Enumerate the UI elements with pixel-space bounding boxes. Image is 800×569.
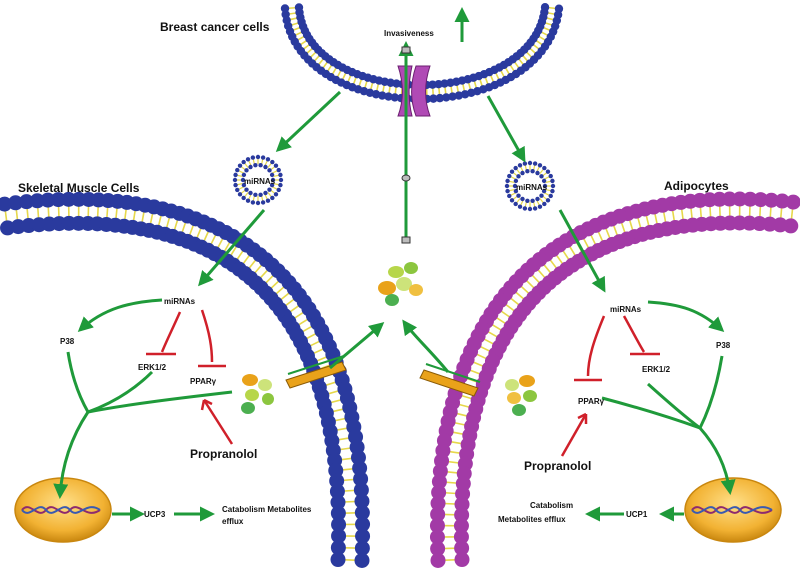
- adipocyte-membrane: [429, 191, 800, 568]
- right-erk-label: ERK1/2: [642, 365, 671, 374]
- right-propranolol-label: Propranolol: [524, 459, 591, 473]
- inhibition-lines: [146, 309, 660, 457]
- metabolite-cluster-center: [378, 262, 423, 306]
- arrow-left-to-nucleus: [53, 411, 90, 499]
- arrow-left-mirnas-p38: [77, 298, 163, 333]
- inhibit-right-erk: [622, 315, 646, 353]
- arrow-left-ppar-converge: [87, 390, 233, 414]
- right-propranolol-arrow: [560, 413, 588, 457]
- metabolite-cluster-right: [505, 375, 537, 416]
- arrow-right-ppar-converge: [601, 396, 701, 430]
- left-propranolol-arrow: [202, 399, 234, 445]
- right-catabolism-label: Catabolism: [530, 501, 573, 510]
- right-p38-label: P38: [716, 341, 731, 350]
- arrow-right-mirnas-p38: [647, 300, 725, 333]
- signal-marker-icon: [401, 174, 411, 182]
- right-transporter-icon: [419, 363, 481, 397]
- arrow-right-erk-converge: [646, 382, 701, 430]
- left-catabolism-label: Catabolism Metabolites: [222, 505, 312, 514]
- arrow-left-p38-converge: [66, 351, 90, 413]
- right-efflux-label: Metabolites efflux: [498, 515, 566, 524]
- labels: Breast cancer cells Invasiveness Skeleta…: [18, 20, 731, 526]
- left-nucleus: [14, 477, 112, 543]
- title-breast-cancer-cells: Breast cancer cells: [160, 20, 270, 34]
- right-ucp-label: UCP1: [626, 510, 648, 519]
- mirna-vesicles: [232, 154, 556, 212]
- arrow-left-transporter-out: [329, 322, 385, 370]
- arrow-to-right-vesicle: [486, 95, 526, 163]
- title-skeletal-muscle-cells: Skeletal Muscle Cells: [18, 181, 140, 195]
- left-vesicle-label: miRNAs: [244, 177, 276, 186]
- activation-arrows: [53, 7, 736, 522]
- cell-membranes: [0, 3, 800, 568]
- arrow-to-left-vesicle: [275, 90, 342, 153]
- muscle-membrane: [0, 191, 371, 568]
- arrow-right-vesicle-to-mirnas: [558, 209, 606, 293]
- right-vesicle-label: miRNAs: [516, 183, 548, 192]
- inhibit-right-ppar: [586, 315, 606, 377]
- arrow-left-vesicle-to-mirnas: [198, 209, 266, 287]
- left-efflux-label: efflux: [222, 517, 244, 526]
- right-mirna-vesicle: [504, 160, 556, 212]
- left-erk-label: ERK1/2: [138, 363, 167, 372]
- left-propranolol-label: Propranolol: [190, 447, 257, 461]
- metabolite-cluster-left: [241, 374, 274, 414]
- arrow-right-p38-converge: [698, 355, 724, 429]
- inhibit-left-ppar: [200, 309, 214, 363]
- breast-cancer-membrane: [280, 3, 564, 104]
- arrow-right-transporter-out: [402, 319, 450, 373]
- title-adipocytes: Adipocytes: [664, 179, 729, 193]
- signal-marker-icon: [401, 46, 411, 54]
- left-ucp-label: UCP3: [144, 510, 166, 519]
- left-mirnas-label: miRNAs: [164, 297, 196, 306]
- right-mirnas-label: miRNAs: [610, 305, 642, 314]
- left-p38-label: P38: [60, 337, 75, 346]
- inhibit-left-erk: [160, 311, 182, 353]
- arrow-right-to-nucleus: [698, 427, 736, 495]
- left-mirna-vesicle: [232, 154, 284, 206]
- signal-marker-icon: [401, 236, 411, 244]
- right-nucleus: [684, 477, 782, 543]
- left-ppar-label: PPARγ: [190, 377, 217, 386]
- channel-icon: [397, 65, 431, 117]
- label-invasiveness: Invasiveness: [384, 29, 434, 38]
- right-ppar-label: PPARγ: [578, 397, 605, 406]
